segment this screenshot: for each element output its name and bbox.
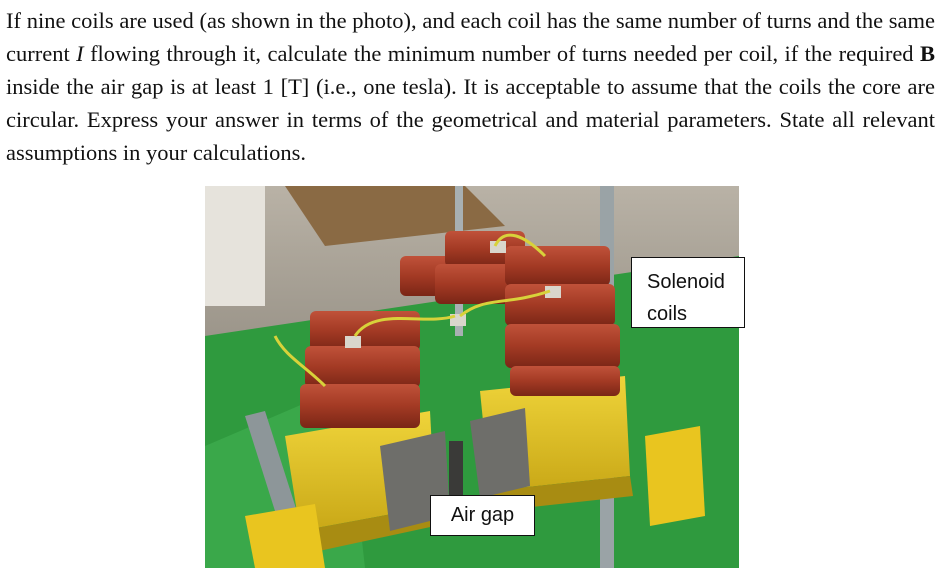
solenoid-label-line-2: coils <box>647 303 688 325</box>
electromagnet-illustration <box>205 186 739 568</box>
question-text: If nine coils are used (as shown in the … <box>6 4 935 169</box>
question-part-1: If nine coils are used (as shown in the … <box>6 8 935 66</box>
field-symbol: B <box>919 41 935 66</box>
current-symbol: I <box>76 41 84 66</box>
radiator <box>205 186 265 306</box>
question-part-2: flowing through it, calculate the minimu… <box>83 41 920 66</box>
wires <box>273 233 551 388</box>
electromagnet-photo <box>205 186 739 568</box>
right-mount-plate <box>645 426 705 526</box>
left-mount-plate <box>245 504 325 568</box>
solenoid-label-line-1: Solenoid <box>647 271 725 293</box>
question-part-3: inside the air gap is at least 1 [T] (i.… <box>6 74 935 165</box>
air-gap-label: Air gap <box>430 495 535 536</box>
right-coil-stack <box>505 246 620 396</box>
right-pole-piece <box>470 408 530 498</box>
solenoid-coils-label: Solenoid coils <box>631 257 745 328</box>
desk-top <box>285 186 505 246</box>
